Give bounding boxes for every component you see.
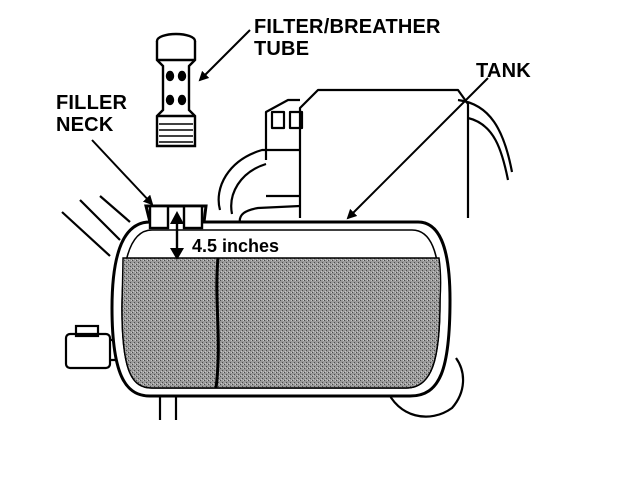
measurement-label: 4.5 inches	[192, 236, 280, 256]
filler-label-line1: FILLER	[56, 92, 128, 114]
liquid-level	[121, 257, 442, 389]
tank-label: TANK	[476, 60, 531, 82]
filter-breather-label: FILTER/BREATHER TUBE	[254, 16, 441, 60]
tank-body	[110, 204, 452, 398]
leader-arrows	[91, 29, 489, 220]
filler-neck	[148, 204, 204, 230]
filter-breather-tube-icon	[155, 32, 197, 148]
filter-label-line2: TUBE	[254, 38, 310, 60]
filler-neck-label: FILLER NECK	[56, 92, 127, 136]
measurement-arrow	[170, 211, 184, 260]
filler-label-line2: NECK	[56, 114, 114, 136]
arrow-icon	[198, 29, 251, 82]
arrow-icon	[91, 139, 154, 206]
engine-background	[61, 88, 514, 420]
filter-label-line1: FILTER/BREATHER	[254, 16, 441, 38]
arrow-icon	[346, 77, 489, 220]
